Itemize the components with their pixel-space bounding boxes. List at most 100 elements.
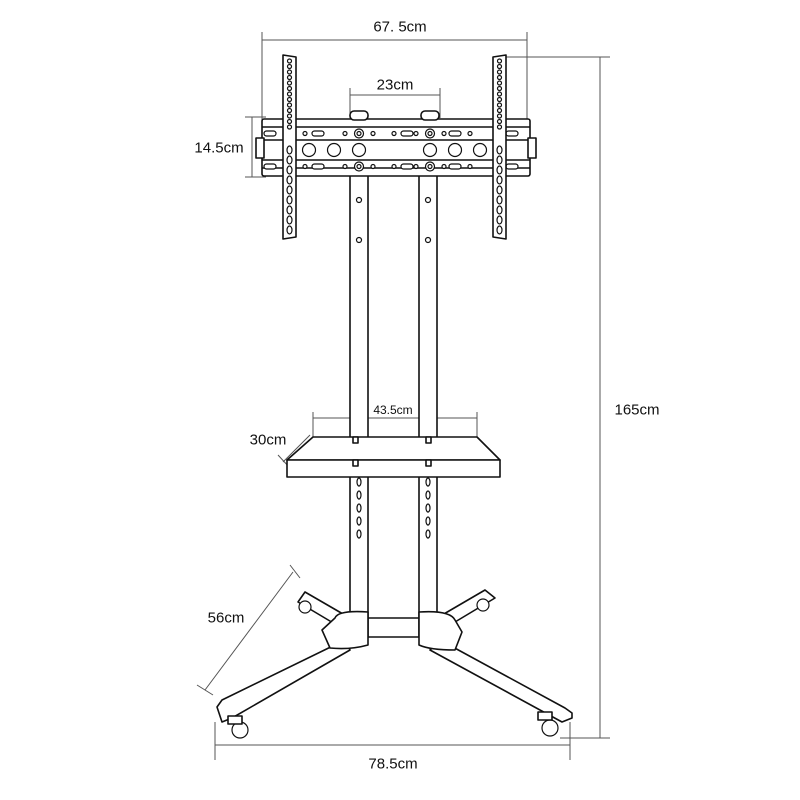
plate-slot bbox=[286, 165, 293, 175]
bracket-hole bbox=[342, 163, 348, 170]
bracket-hole bbox=[391, 130, 397, 137]
plate-slot bbox=[496, 225, 503, 235]
pole-slot bbox=[425, 503, 431, 513]
plate-slot bbox=[286, 195, 293, 205]
plate-hole bbox=[286, 80, 293, 86]
bracket-hole bbox=[467, 163, 473, 170]
pole-slot bbox=[356, 516, 362, 526]
bracket-slot bbox=[311, 130, 325, 137]
bolt-center bbox=[356, 130, 362, 137]
bracket-large-hole bbox=[326, 142, 342, 158]
bracket-hole bbox=[413, 130, 419, 137]
base-depth-label: 56cm bbox=[207, 609, 245, 627]
shelf bbox=[286, 436, 501, 478]
poles bbox=[349, 169, 438, 619]
pole-hole bbox=[424, 236, 432, 244]
bracket-hole bbox=[413, 163, 419, 170]
pole-holes bbox=[355, 196, 432, 539]
plate-hole bbox=[496, 69, 503, 75]
shelf-width-label: 43.5cm bbox=[373, 403, 413, 417]
pole-hole bbox=[424, 196, 432, 204]
bracket-slot bbox=[263, 163, 277, 170]
plate-slot bbox=[496, 145, 503, 155]
plate-hole bbox=[496, 74, 503, 81]
bracket-hole bbox=[441, 163, 447, 170]
bracket-large-hole bbox=[447, 142, 463, 158]
plate-hole bbox=[496, 96, 503, 103]
pole-slot bbox=[356, 529, 362, 539]
plate-hole bbox=[286, 124, 293, 130]
bolt-center bbox=[427, 130, 433, 137]
plate-hole bbox=[286, 107, 293, 114]
vesa-spacing-label: 23cm bbox=[376, 76, 414, 94]
mount-width-label: 67. 5cm bbox=[373, 18, 427, 36]
bracket-large-hole bbox=[351, 142, 367, 158]
plate-hole bbox=[496, 80, 503, 86]
plate-slot bbox=[496, 185, 503, 195]
plate-hole bbox=[286, 74, 293, 81]
plate-hole bbox=[286, 58, 293, 64]
plate-hole bbox=[496, 91, 503, 97]
plate-slot bbox=[286, 175, 293, 185]
bracket-slot bbox=[448, 130, 462, 137]
bracket-slot bbox=[400, 163, 414, 170]
bracket-hole bbox=[370, 130, 376, 137]
plate-slot bbox=[286, 225, 293, 235]
mount-bracket bbox=[255, 110, 537, 177]
plate-hole bbox=[286, 102, 293, 108]
plate-hole bbox=[496, 85, 503, 92]
plate-slot bbox=[496, 165, 503, 175]
bracket-large-hole bbox=[472, 142, 488, 158]
plate-hole bbox=[286, 63, 293, 70]
plate-hole bbox=[286, 69, 293, 75]
pole-slot bbox=[425, 477, 431, 487]
bracket-slot bbox=[400, 130, 414, 137]
plate-slot bbox=[496, 155, 503, 165]
bracket-hole bbox=[302, 163, 308, 170]
shelf-depth-label: 30cm bbox=[249, 431, 287, 449]
plate-hole bbox=[286, 118, 293, 125]
base-width-label: 78.5cm bbox=[368, 755, 418, 773]
plate-slot bbox=[496, 195, 503, 205]
bracket-holes bbox=[263, 128, 519, 172]
plate-slot bbox=[286, 205, 293, 215]
bracket-slot bbox=[311, 163, 325, 170]
dimension-lines bbox=[196, 32, 610, 760]
mount-height-label: 14.5cm bbox=[194, 139, 244, 157]
plate-hole bbox=[496, 118, 503, 125]
plate-slot bbox=[496, 175, 503, 185]
pole-slot bbox=[356, 503, 362, 513]
pole-slot bbox=[425, 529, 431, 539]
plate-slot bbox=[496, 215, 503, 225]
plate-hole bbox=[286, 96, 293, 103]
bracket-hole bbox=[370, 163, 376, 170]
pole-hole bbox=[355, 236, 363, 244]
base bbox=[216, 589, 573, 739]
bracket-slot bbox=[263, 130, 277, 137]
plate-holes bbox=[286, 58, 503, 235]
plate-slot bbox=[286, 145, 293, 155]
pole-hole bbox=[355, 196, 363, 204]
bracket-hole bbox=[441, 130, 447, 137]
bracket-hole bbox=[342, 130, 348, 137]
bracket-large-hole bbox=[422, 142, 438, 158]
bolt-center bbox=[356, 163, 362, 170]
plate-hole bbox=[286, 85, 293, 92]
plate-hole bbox=[286, 91, 293, 97]
plate-hole bbox=[496, 102, 503, 108]
plate-slot bbox=[286, 185, 293, 195]
bracket-hole bbox=[467, 130, 473, 137]
plate-hole bbox=[496, 107, 503, 114]
pole-slot bbox=[425, 516, 431, 526]
bracket-hole bbox=[302, 130, 308, 137]
plate-hole bbox=[496, 63, 503, 70]
pole-slot bbox=[356, 477, 362, 487]
bracket-slot bbox=[448, 163, 462, 170]
pole-slot bbox=[356, 490, 362, 500]
pole-slot bbox=[425, 490, 431, 500]
plate-hole bbox=[496, 58, 503, 64]
plate-slot bbox=[496, 205, 503, 215]
bracket-slot bbox=[505, 130, 519, 137]
